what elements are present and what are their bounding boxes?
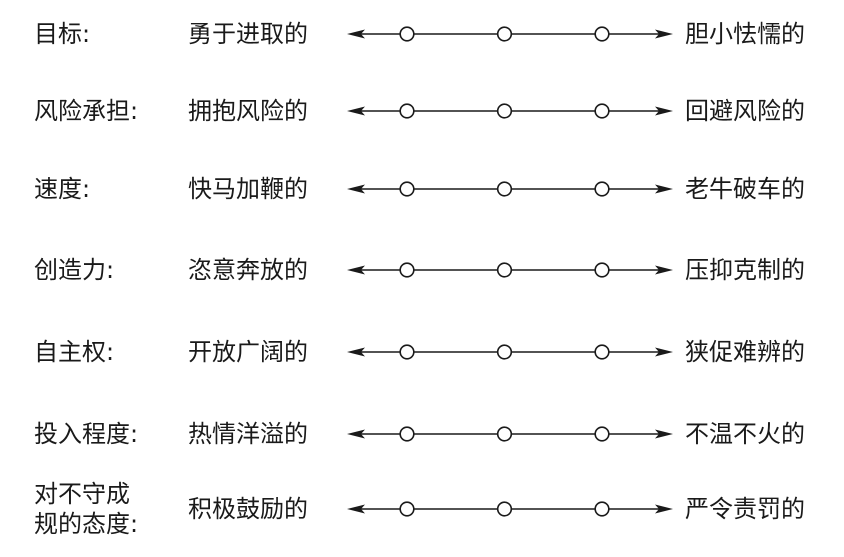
scale-point-circle [496,103,513,119]
left-pole-label: 积极鼓励的 [188,495,308,523]
scale-point-circle [594,344,610,360]
left-pole-label: 快马加鞭的 [188,175,308,203]
scale-point-circle [399,501,415,517]
scale-line [347,181,673,197]
scale-point-circle [399,262,415,278]
left-arrowhead [347,265,365,275]
dimension-label: 目标: [34,20,91,48]
scale-line [347,344,673,360]
scale-point-circle [594,501,610,517]
scale-point-circle [496,426,513,442]
left-pole-label: 勇于进取的 [188,20,308,48]
scale-row-creativity: 创造力: 恣意奔放的 压抑克制的 [0,240,844,300]
left-arrowhead [347,184,365,194]
scale-point-circle [496,501,513,517]
left-pole-label: 拥抱风险的 [188,97,308,125]
dimension-label: 对不守成 规的态度: [34,480,139,538]
right-pole-label: 不温不火的 [685,420,805,448]
dimension-label: 创造力: [34,256,115,284]
scale-point-circle [496,181,513,197]
scale-point-circle [399,26,415,42]
right-arrowhead [655,347,673,357]
right-arrowhead [655,106,673,116]
right-pole-label: 胆小怯懦的 [685,20,805,48]
scale-line [347,501,673,517]
scale-point-circle [496,262,513,278]
dimension-label: 自主权: [34,338,115,366]
dimension-label: 投入程度: [34,420,139,448]
left-arrowhead [347,347,365,357]
scale-row-engagement: 投入程度: 热情洋溢的 不温不火的 [0,404,844,464]
scale-point-circle [594,181,610,197]
right-pole-label: 回避风险的 [685,97,805,125]
scale-point-circle [399,103,415,119]
scale-row-speed: 速度: 快马加鞭的 老牛破车的 [0,159,844,219]
right-pole-label: 狭促难辨的 [685,338,805,366]
scale-point-circle [594,103,610,119]
right-arrowhead [655,184,673,194]
scale-row-autonomy: 自主权: 开放广阔的 狭促难辨的 [0,322,844,382]
scale-point-circle [496,344,513,360]
scale-point-circle [496,26,513,42]
right-pole-label: 老牛破车的 [685,175,805,203]
right-arrowhead [655,504,673,514]
scale-line [347,103,673,119]
left-pole-label: 恣意奔放的 [188,256,308,284]
right-arrowhead [655,29,673,39]
left-pole-label: 开放广阔的 [188,338,308,366]
right-arrowhead [655,429,673,439]
scale-point-circle [399,426,415,442]
scale-row-nonconformity: 对不守成 规的态度: 积极鼓励的 严令责罚的 [0,479,844,539]
left-arrowhead [347,429,365,439]
dimension-label: 速度: [34,175,91,203]
scale-point-circle [399,181,415,197]
scale-point-circle [594,26,610,42]
scale-point-circle [399,344,415,360]
scale-row-risk-taking: 风险承担: 拥抱风险的 回避风险的 [0,81,844,141]
dimension-label: 风险承担: [34,97,139,125]
left-arrowhead [347,29,365,39]
right-pole-label: 压抑克制的 [685,256,805,284]
scale-point-circle [594,262,610,278]
scale-line [347,26,673,42]
scale-line [347,426,673,442]
scale-row-goal: 目标: 勇于进取的 胆小怯懦的 [0,4,844,64]
scale-point-circle [594,426,610,442]
scale-line [347,262,673,278]
left-arrowhead [347,106,365,116]
right-arrowhead [655,265,673,275]
left-pole-label: 热情洋溢的 [188,420,308,448]
right-pole-label: 严令责罚的 [685,495,805,523]
left-arrowhead [347,504,365,514]
